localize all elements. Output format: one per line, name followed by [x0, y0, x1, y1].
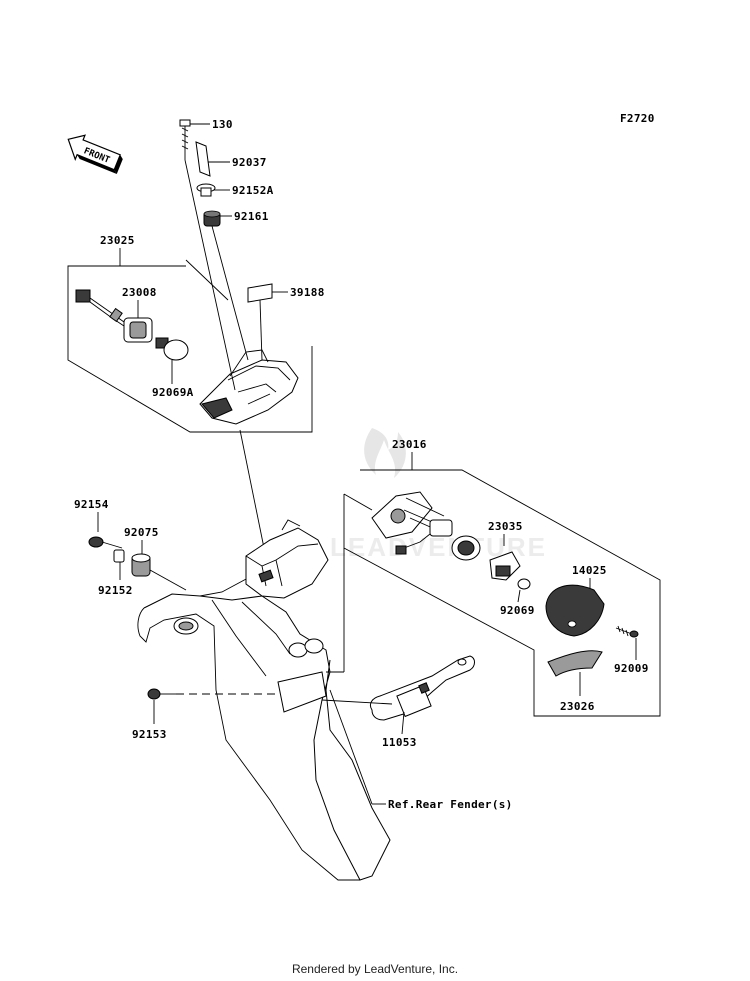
- part-label-23035: 23035: [488, 520, 523, 533]
- part-label-92154: 92154: [74, 498, 109, 511]
- part-label-92069A: 92069A: [152, 386, 194, 399]
- cover-23026: 23026: [547, 650, 603, 713]
- assembly-outline-23016: [343, 469, 661, 717]
- part-label-23008: 23008: [122, 286, 157, 299]
- lens-14025: 14025: [545, 564, 607, 637]
- socket-23035: 23035: [451, 520, 523, 561]
- screw-92009: 92009: [614, 625, 649, 675]
- rear-fender: [137, 567, 391, 881]
- part-label-14025: 14025: [572, 564, 607, 577]
- screw-92154: 92154: [74, 498, 123, 549]
- collar-92152: 92152: [98, 549, 133, 597]
- front-arrow: FRONT: [67, 134, 123, 174]
- footer-credit: Rendered by LeadVenture, Inc.: [291, 962, 459, 976]
- part-label-92009: 92009: [614, 662, 649, 675]
- watermark-logo: LEADVENTURE: [330, 428, 545, 562]
- bolt-92153: 92153: [132, 688, 290, 741]
- part-label-23016: 23016: [392, 438, 427, 451]
- fender-mount-bracket: [245, 519, 329, 599]
- part-label-23025: 23025: [100, 234, 135, 247]
- diagram-code: F2720: [620, 112, 655, 125]
- part-label-130: 130: [212, 118, 233, 131]
- lamp-base: [371, 491, 447, 539]
- grommet-92161: 92161: [203, 210, 269, 227]
- socket-23008: 23008: [75, 286, 157, 343]
- bulb-92069: 92069: [500, 578, 535, 617]
- bracket-92037: 92037: [195, 141, 267, 177]
- part-label-92152A: 92152A: [232, 184, 274, 197]
- part-label-92161: 92161: [234, 210, 269, 223]
- bulb-92069A: 92069A: [152, 337, 194, 399]
- part-label-92153: 92153: [132, 728, 167, 741]
- lamp-holder: [489, 551, 521, 581]
- bracket-11053: 11053: [321, 655, 475, 749]
- part-label-39188: 39188: [290, 286, 325, 299]
- pad-39188: 39188: [247, 283, 325, 303]
- part-label-11053: 11053: [382, 736, 417, 749]
- bolt-130: 130: [179, 118, 233, 160]
- part-label-23026: 23026: [560, 700, 595, 713]
- tail-light-housing: [199, 349, 299, 425]
- wire-socket: [395, 519, 453, 555]
- reference-note: Ref.Rear Fender(s): [388, 798, 513, 811]
- part-label-92069: 92069: [500, 604, 535, 617]
- part-label-92075: 92075: [124, 526, 159, 539]
- grommet-92075: 92075: [124, 526, 187, 591]
- part-label-92037: 92037: [232, 156, 267, 169]
- collar-92152A: 92152A: [196, 183, 274, 197]
- assembly-outline-23025: [67, 265, 313, 433]
- part-label-92152: 92152: [98, 584, 133, 597]
